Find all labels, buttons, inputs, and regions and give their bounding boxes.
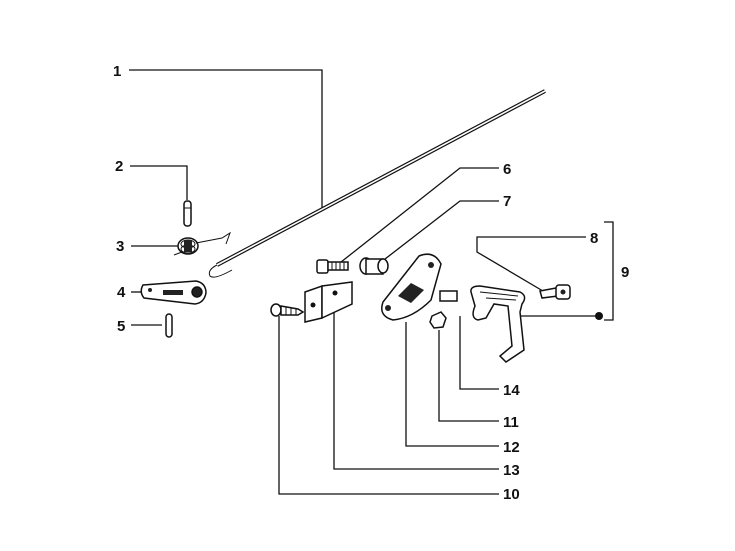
callout-11: 11 [503,414,519,431]
part-bracket [304,281,353,323]
callout-14: 14 [503,382,520,399]
part-screw [270,303,305,317]
part-cam-plate [381,253,442,321]
callout-7: 7 [503,193,511,210]
callout-1: 1 [113,63,121,80]
part-nut [429,311,447,329]
part-spring [173,231,231,256]
callout-4: 4 [117,284,126,301]
part-lever-block [140,280,207,305]
callout-10: 10 [503,486,520,503]
marker-dot [595,312,603,320]
callout-3: 3 [116,238,124,255]
callout-12: 12 [503,439,520,456]
callout-6: 6 [503,161,511,178]
callout-8: 8 [590,230,598,247]
callout-9: 9 [621,264,629,281]
part-bushing [359,257,389,275]
callout-5: 5 [117,318,125,335]
part-rod [208,89,546,278]
part-pin-top [183,200,192,227]
part-pin-bottom [165,313,173,338]
leader-lines [129,69,614,495]
callout-13: 13 [503,462,520,479]
part-bolt [316,259,349,274]
callout-2: 2 [115,158,123,175]
part-key [539,284,571,300]
part-latch-lever [439,285,526,363]
